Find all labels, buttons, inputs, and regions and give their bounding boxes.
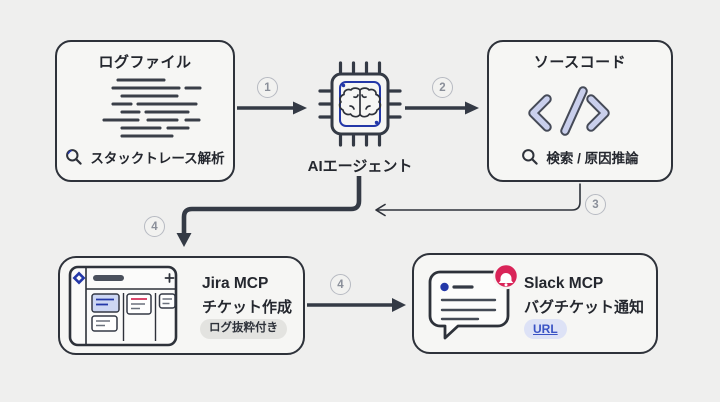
jira-subtitle: チケット作成 (202, 299, 293, 316)
arrow-step-4b (307, 298, 406, 312)
source-code-caption: 検索 / 原因推論 (489, 147, 671, 167)
source-code-caption-text: 検索 / 原因推論 (546, 151, 639, 166)
jira-title: Jira MCP (202, 275, 269, 292)
source-code-title: ソースコード (533, 54, 627, 71)
log-file-caption: スタックトレース解析 (57, 147, 233, 167)
jira-log-excerpt-badge: ログ抜粋付き (200, 319, 287, 339)
step-circle-2: 2 (432, 77, 453, 98)
log-file-caption-text: スタックトレース解析 (90, 151, 225, 166)
arrow-step-3 (375, 183, 581, 217)
node-log-file: ログファイル スタックトレース解析 (55, 40, 235, 182)
log-file-title: ログファイル (98, 54, 192, 71)
slack-title: Slack MCP (524, 275, 604, 292)
ai-agent-label: AIエージェント (307, 158, 413, 175)
step-circle-4b: 4 (330, 274, 351, 295)
step-circle-4a: 4 (144, 216, 165, 237)
slack-url-badge[interactable]: URL (524, 319, 567, 339)
arrow-step-2 (405, 101, 479, 115)
arrow-step-4a (176, 176, 362, 247)
step-circle-1: 1 (257, 77, 278, 98)
step-circle-3: 3 (585, 194, 606, 215)
cpu-brain-icon (318, 61, 402, 147)
slack-subtitle: バグチケット通知 (524, 299, 645, 316)
node-source-code: ソースコード 検索 / 原因推論 (487, 40, 673, 182)
search-icon (66, 149, 83, 165)
arrow-step-1 (237, 101, 307, 115)
search-icon (522, 149, 539, 165)
